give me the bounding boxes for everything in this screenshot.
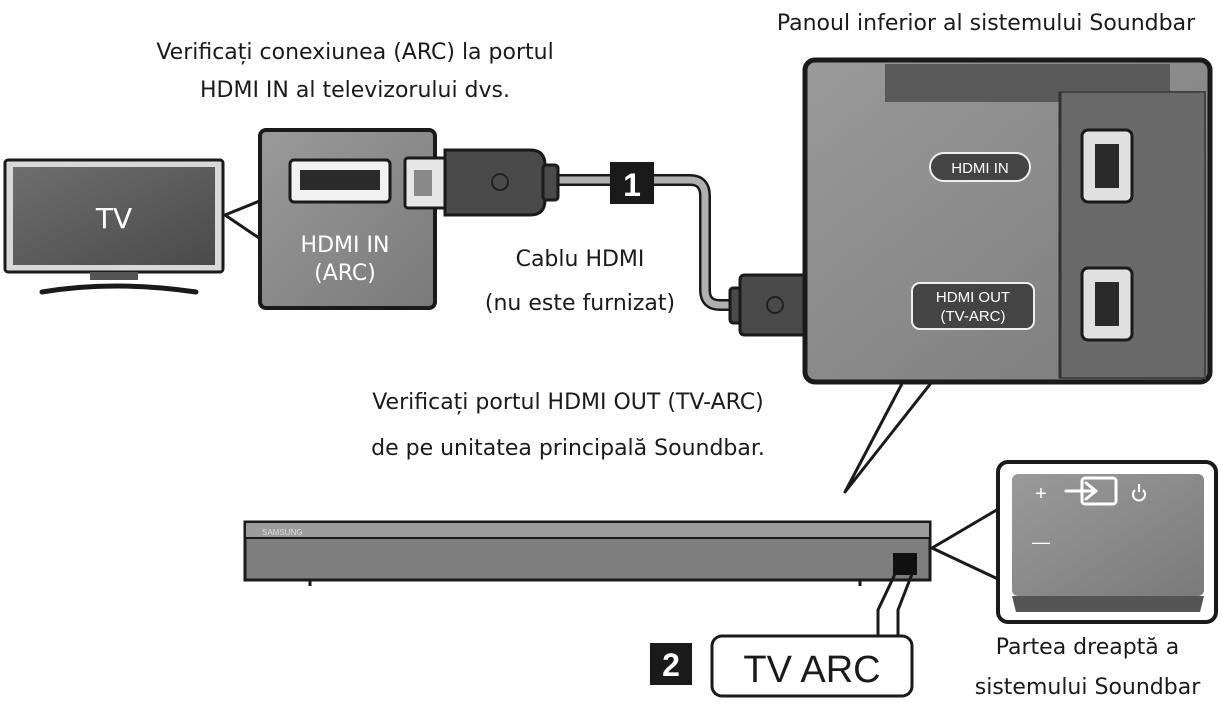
step-1-number: 1	[623, 167, 641, 203]
tv-arc-display-box	[710, 634, 914, 698]
volume-up-icon: +	[1035, 483, 1047, 505]
hdmi-out-label-line2: (TV-ARC)	[941, 308, 1006, 325]
power-icon	[1132, 484, 1146, 502]
caption-line: de pe unitatea principală Soundbar.	[371, 436, 765, 461]
volume-down-icon: —	[1032, 532, 1050, 552]
caption-line: Verificați portul HDMI OUT (TV-ARC)	[372, 390, 764, 415]
right-side-panel-callout: + —	[930, 460, 1218, 624]
plug-strain-relief	[541, 163, 560, 202]
tv-port-callout: HDMI IN (ARC)	[258, 128, 437, 310]
source-icon	[1064, 476, 1118, 506]
soundbar-brand-logo: SAMSUNG	[262, 528, 302, 537]
display-callout-line	[896, 573, 914, 640]
tv-callout-pointer	[223, 198, 264, 242]
step-1-box	[610, 162, 654, 204]
tv-label: TV	[95, 202, 132, 235]
hdmi-plug-tv	[403, 148, 560, 217]
caption-right-side: Partea dreaptă a sistemului Soundbar	[955, 628, 1220, 708]
caption-bottom-panel: Panoul inferior al sistemului Soundbar	[752, 5, 1220, 43]
caption-line: Panoul inferior al sistemului Soundbar	[776, 11, 1196, 36]
hdmi-in-port-slot	[1095, 144, 1119, 188]
tv-neck	[90, 272, 138, 280]
hdmi-out-badge	[911, 282, 1035, 330]
bottom-panel-pointer	[843, 376, 937, 494]
caption-line: (nu este furnizat)	[484, 291, 676, 316]
right-panel-bottom	[1012, 596, 1204, 612]
caption-line: sistemului Soundbar	[974, 675, 1201, 700]
tv-port-label-line1: HDMI IN	[301, 233, 390, 258]
caption-check-tv-port: Verificați conexiunea (ARC) la portul HD…	[95, 34, 615, 110]
caption-check-soundbar-port: Verificați portul HDMI OUT (TV-ARC) de p…	[318, 380, 818, 472]
hdmi-in-badge	[929, 152, 1031, 182]
tv-port-label-line2: (ARC)	[314, 261, 376, 286]
caption-line: Verificați conexiunea (ARC) la portul	[156, 40, 554, 65]
hdmi-cable	[555, 176, 745, 309]
right-panel-face	[1012, 474, 1204, 596]
tv-stand	[39, 283, 199, 295]
tv-screen	[13, 167, 215, 265]
tv: TV	[3, 158, 264, 295]
plug-body	[443, 148, 547, 217]
right-panel-pointer	[930, 506, 1002, 582]
soundbar-bottom-panel-callout: HDMI IN HDMI OUT (TV-ARC)	[802, 57, 1213, 494]
hdmi-out-port-slot	[1095, 282, 1119, 326]
soundbar-top	[244, 521, 931, 539]
tv-arc-display-text: TV ARC	[743, 649, 880, 691]
soundbar: SAMSUNG	[243, 520, 932, 586]
hdmi-in-label: HDMI IN	[951, 160, 1009, 177]
step-1-marker: 1	[610, 162, 654, 204]
caption-cable: Cablu HDMI (nu este furnizat)	[450, 238, 710, 326]
step-2-number: 2	[662, 647, 680, 683]
step-2-box	[650, 643, 692, 685]
caption-line: Partea dreaptă a	[995, 635, 1180, 660]
step-2-marker: 2	[650, 643, 692, 685]
plug-grip	[491, 173, 509, 191]
soundbar-display	[893, 553, 917, 575]
hdmi-out-label-line1: HDMI OUT	[936, 289, 1010, 306]
tv-hdmi-port-slot	[300, 170, 380, 190]
plug-tip-inner	[414, 170, 432, 196]
display-callout-line	[876, 573, 897, 640]
plug-grip	[766, 296, 784, 314]
caption-line: HDMI IN al televizorului dvs.	[199, 78, 510, 103]
caption-line: Cablu HDMI	[515, 247, 645, 272]
